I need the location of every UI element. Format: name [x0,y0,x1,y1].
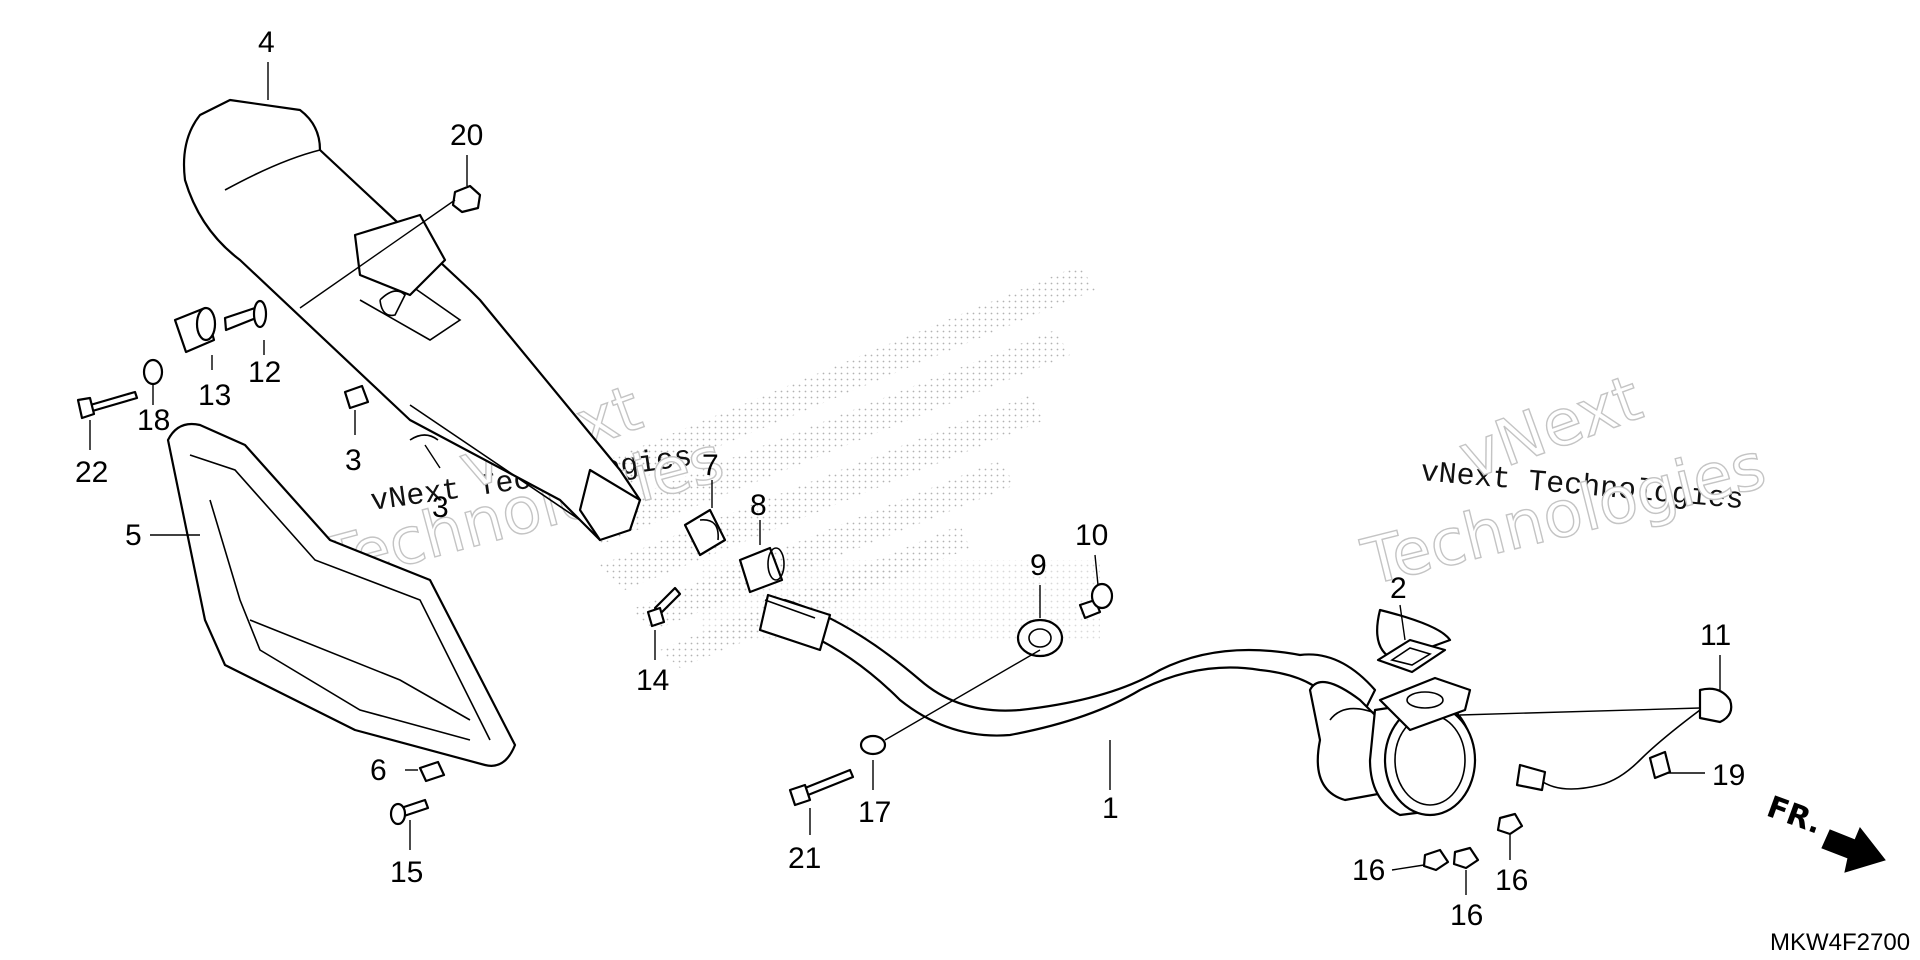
rubber-mount-part-13[interactable] [173,306,217,354]
front-direction-marker: FR. [1762,790,1886,873]
callout-16a[interactable]: 16 [1352,854,1385,887]
muffler-part[interactable] [182,98,642,542]
callout-9[interactable]: 9 [1030,549,1047,582]
joint-clamp-part-7[interactable] [683,508,727,557]
callout-6[interactable]: 6 [370,754,387,787]
callout-11[interactable]: 11 [1700,619,1731,652]
callout-21[interactable]: 21 [788,842,821,875]
gasket-part[interactable] [1376,638,1447,674]
callout-3b[interactable]: 3 [432,491,449,524]
callout-19[interactable]: 19 [1712,759,1745,792]
front-arrow-icon [1821,827,1886,873]
callout-22[interactable]: 22 [75,456,108,489]
nut-part-16b[interactable] [1452,846,1480,870]
clip-part-3b[interactable] [409,434,439,441]
collar-part-3a[interactable] [343,384,370,410]
callout-17[interactable]: 17 [858,796,891,829]
callout-3a[interactable]: 3 [345,444,362,477]
nut-part-6[interactable] [418,760,446,783]
callout-16c[interactable]: 16 [1495,864,1528,897]
bolt-part-15[interactable] [389,798,430,826]
nut-part-16c[interactable] [1496,812,1524,836]
heat-guard-part[interactable] [166,422,517,767]
nut-part-20[interactable] [451,184,482,214]
callout-labels: 4 20 12 13 18 22 3 3 5 6 15 7 8 14 9 10 … [75,26,1745,932]
callout-20[interactable]: 20 [450,119,483,152]
background-wing-logo [560,265,1100,668]
bolt-part-12[interactable] [223,299,268,332]
pipe-gasket-part-8[interactable] [738,546,785,594]
bolt-part-14[interactable] [646,586,682,628]
callout-1[interactable]: 1 [1102,792,1119,825]
callout-4[interactable]: 4 [258,26,275,59]
oxygen-sensor-part[interactable] [1515,687,1733,792]
callout-7[interactable]: 7 [702,449,719,482]
callout-8[interactable]: 8 [750,489,767,522]
callout-15[interactable]: 15 [390,856,423,889]
leader-lines [89,62,1721,895]
callout-5[interactable]: 5 [125,519,142,552]
callout-16b[interactable]: 16 [1450,899,1483,932]
washer-part-18[interactable] [142,358,164,386]
diagram-code: MKW4F2700 [1770,929,1910,956]
bolt-part-22[interactable] [76,390,139,420]
catalyst-body-part[interactable] [1368,608,1477,817]
callout-10[interactable]: 10 [1075,519,1108,552]
collar-part-10[interactable] [1078,582,1114,620]
grommet-part-9[interactable] [1016,618,1064,658]
callout-12[interactable]: 12 [248,356,281,389]
nut-part-16a[interactable] [1422,848,1450,872]
callout-18[interactable]: 18 [137,404,170,437]
front-label: FR. [1762,790,1826,842]
washer-part-17[interactable] [859,734,887,756]
callout-2[interactable]: 2 [1390,572,1407,605]
bolt-part-21[interactable] [788,768,855,807]
callout-13[interactable]: 13 [198,379,231,412]
callout-14[interactable]: 14 [636,664,669,697]
